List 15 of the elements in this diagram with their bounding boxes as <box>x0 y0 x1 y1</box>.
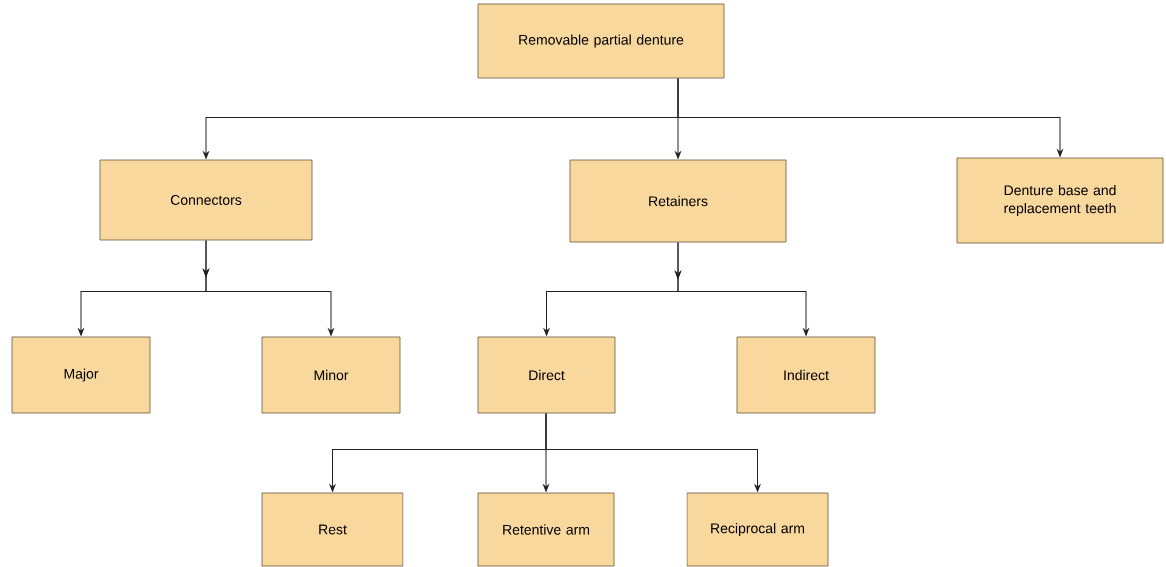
category-box: Connectors <box>99 159 313 241</box>
category-box: Direct <box>477 336 616 414</box>
category-box: Indirect <box>736 336 876 414</box>
category-box: Retentive arm <box>477 492 615 567</box>
arrow <box>545 412 761 492</box>
arrow <box>203 239 334 336</box>
category-box: Major <box>11 336 151 414</box>
category-box: Rest <box>261 492 404 567</box>
category-box: Retainers <box>569 159 787 243</box>
arrow <box>675 241 809 336</box>
category-box: Denture base and replacement teeth <box>956 157 1164 244</box>
category-box: Reciprocal arm <box>686 492 829 567</box>
category-box: Removable partial denture <box>477 3 725 79</box>
category-box: Minor <box>261 336 401 414</box>
arrow <box>677 77 1063 157</box>
